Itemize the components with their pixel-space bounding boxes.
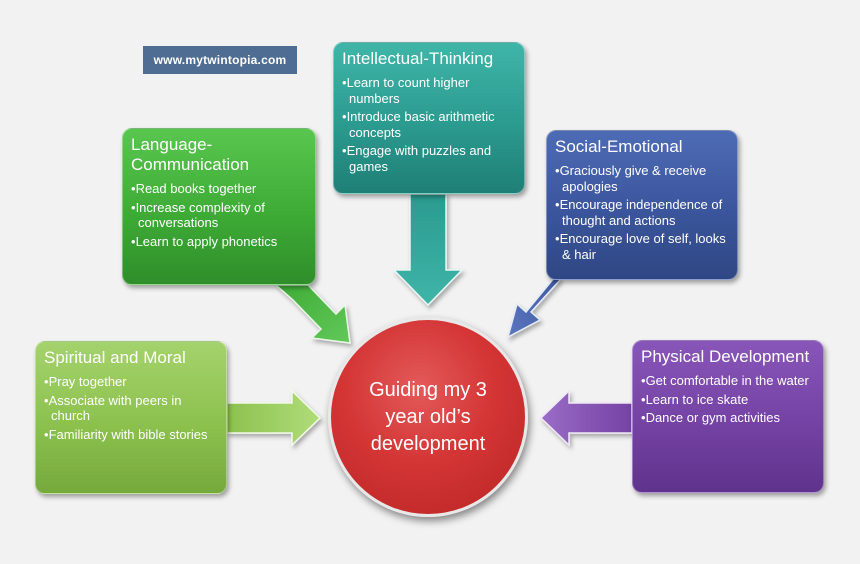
center-circle: Guiding my 3 year old’s development <box>328 317 528 517</box>
arrow-spiritual <box>226 389 322 447</box>
arrow-social <box>506 261 561 339</box>
box-social-emotional: Social-Emotional Graciously give & recei… <box>546 130 738 280</box>
box-intellectual-thinking: Intellectual-Thinking Learn to count hig… <box>333 42 525 194</box>
box-title: Intellectual-Thinking <box>342 49 494 68</box>
arrow-intellectual <box>392 193 464 307</box>
box-spiritual-moral: Spiritual and Moral Pray together Associ… <box>35 341 227 494</box>
bullet-list: Graciously give & receive apologies Enco… <box>555 163 729 262</box>
box-title: Social-Emotional <box>555 137 683 156</box>
bullet-item: Familiarity with bible stories <box>44 427 218 443</box>
bullet-item: Increase complexity of conversations <box>131 200 307 231</box>
bullet-item: Encourage independence of thought and ac… <box>555 197 729 228</box>
center-label: Guiding my 3 year old’s development <box>369 378 487 455</box>
bullet-list: Get comfortable in the water Learn to ic… <box>641 373 815 426</box>
box-title: Language- Communication <box>131 135 250 174</box>
arrow-language <box>274 284 351 344</box>
bullet-item: Encourage love of self, looks & hair <box>555 231 729 262</box>
bullet-list: Pray together Associate with peers in ch… <box>44 374 218 442</box>
bullet-item: Associate with peers in church <box>44 393 218 424</box>
bullet-item: Learn to count higher numbers <box>342 75 516 106</box>
box-title: Physical Development <box>641 347 810 366</box>
bullet-item: Learn to apply phonetics <box>131 234 307 250</box>
arrow-physical <box>539 389 633 447</box>
bullet-item: Graciously give & receive apologies <box>555 163 729 194</box>
box-physical-development: Physical Development Get comfortable in … <box>632 340 824 493</box>
bullet-item: Dance or gym activities <box>641 410 815 426</box>
bullet-list: Read books together Increase complexity … <box>131 181 307 249</box>
bullet-item: Pray together <box>44 374 218 390</box>
bullet-item: Learn to ice skate <box>641 392 815 408</box>
website-watermark[interactable]: www.mytwintopia.com <box>143 46 297 74</box>
box-title: Spiritual and Moral <box>44 348 186 367</box>
box-language-communication: Language- Communication Read books toget… <box>122 128 316 285</box>
bullet-item: Read books together <box>131 181 307 197</box>
bullet-item: Get comfortable in the water <box>641 373 815 389</box>
bullet-list: Learn to count higher numbers Introduce … <box>342 75 516 174</box>
bullet-item: Engage with puzzles and games <box>342 143 516 174</box>
bullet-item: Introduce basic arithmetic concepts <box>342 109 516 140</box>
